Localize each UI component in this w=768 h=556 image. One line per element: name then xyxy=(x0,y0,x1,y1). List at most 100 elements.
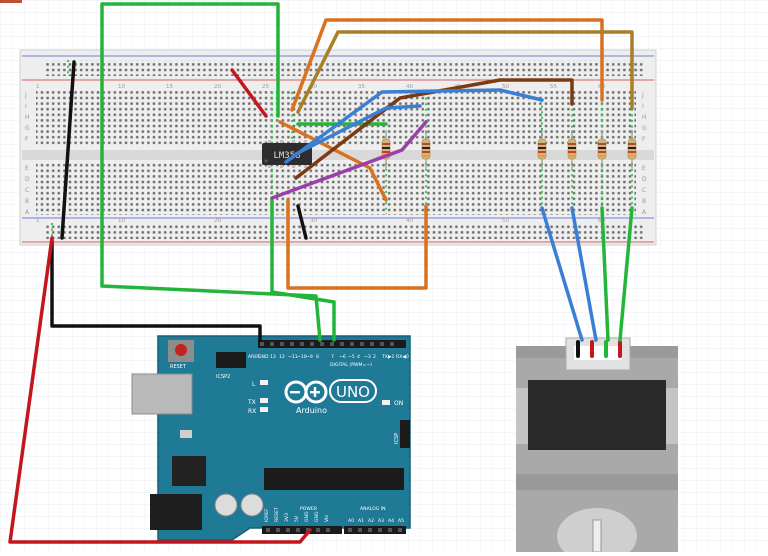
capacitor xyxy=(240,493,264,517)
resistor[interactable] xyxy=(597,130,607,168)
arduino-logo xyxy=(284,380,328,404)
column-number: 1 xyxy=(36,218,40,224)
digital-pin-label: ~6 xyxy=(339,354,346,360)
wire-black[interactable] xyxy=(60,60,76,240)
analog-pin-label: A3 xyxy=(378,518,384,524)
digital-pin-label: ~5 xyxy=(348,354,355,360)
wire-black[interactable] xyxy=(296,204,308,240)
corner-mark xyxy=(0,0,22,3)
wires xyxy=(8,2,634,544)
power-pin-label: 5V xyxy=(294,515,300,522)
ic-pin xyxy=(304,140,307,143)
atmega-chip xyxy=(264,468,404,490)
column-number: 20 xyxy=(214,84,221,90)
analog-pin-label: A4 xyxy=(388,518,394,524)
power-header xyxy=(262,526,342,534)
pin-label-tx: TX▶1 xyxy=(381,354,394,360)
wire-brown[interactable] xyxy=(294,78,574,180)
icsp-header xyxy=(400,420,410,448)
wire-orange[interactable] xyxy=(278,120,388,202)
analog-header-label: ANALOG IN xyxy=(360,506,386,512)
column-number: 50 xyxy=(502,218,509,224)
wire-green[interactable] xyxy=(100,2,280,288)
ic-pin xyxy=(268,140,271,143)
power-jack xyxy=(150,494,202,530)
ic-pin xyxy=(304,165,307,168)
column-number: 1 xyxy=(36,84,40,90)
row-letter: D xyxy=(642,176,647,183)
led-rx-label: RX xyxy=(248,408,256,415)
power-pin-label: RESET xyxy=(274,507,280,522)
digital-pin-label: 12 xyxy=(279,354,285,360)
power-rail-bottom-holes xyxy=(44,223,644,239)
resistor[interactable] xyxy=(537,130,547,168)
analog-pin-label: A5 xyxy=(398,518,404,524)
wire-gold[interactable] xyxy=(296,30,634,114)
ic-pin1-marker xyxy=(264,159,268,163)
resistor[interactable] xyxy=(627,130,637,168)
row-letter: H xyxy=(25,114,30,121)
power-pin-label: IOREF xyxy=(264,508,270,522)
column-number: 35 xyxy=(358,84,365,90)
led-l-label: L xyxy=(252,381,256,388)
stepper-motor xyxy=(516,337,678,556)
wire-purple[interactable] xyxy=(270,120,428,200)
row-letter: F xyxy=(25,136,29,143)
wire-orange[interactable] xyxy=(290,18,604,112)
column-number: 30 xyxy=(310,218,317,224)
motor-band xyxy=(528,380,666,450)
resistor[interactable] xyxy=(567,130,577,168)
terminal-holes-top xyxy=(36,90,636,146)
motor-shaft xyxy=(592,519,602,553)
ic-body xyxy=(262,143,312,165)
digital-pin-label: 13 xyxy=(270,354,276,360)
led-on xyxy=(382,400,390,405)
wire-green[interactable] xyxy=(270,198,336,342)
pin-label-aref: AREF xyxy=(248,354,260,360)
wire-red[interactable] xyxy=(8,236,312,544)
row-letter: J xyxy=(641,92,644,99)
digital-pin-label: ~11 xyxy=(288,354,298,360)
wire-blue[interactable] xyxy=(540,206,584,342)
row-letter: H xyxy=(642,114,647,121)
ic-label: LM358 xyxy=(273,151,300,161)
uno-badge xyxy=(329,379,377,403)
motor-side-right xyxy=(666,388,678,444)
led-tx xyxy=(260,398,268,403)
capacitor xyxy=(214,493,238,517)
center-channel xyxy=(22,150,654,160)
column-number: 15 xyxy=(166,84,173,90)
resistor[interactable] xyxy=(421,130,431,168)
digital-header-label: DIGITAL (PWM=~) xyxy=(330,362,372,368)
led-l xyxy=(260,380,268,385)
wire-orange[interactable] xyxy=(286,198,428,290)
column-number: 10 xyxy=(118,84,125,90)
row-letter: B xyxy=(642,198,646,205)
wire-blue[interactable] xyxy=(570,206,598,342)
wire-red[interactable] xyxy=(230,68,268,118)
wire-green[interactable] xyxy=(600,206,610,342)
row-letter: I xyxy=(25,103,27,110)
wire-green[interactable] xyxy=(618,206,634,342)
brand-label: Arduino xyxy=(296,406,327,415)
row-letter: J xyxy=(24,92,27,99)
row-letter: A xyxy=(25,209,30,216)
wire-green[interactable] xyxy=(100,284,322,342)
power-header-label: POWER xyxy=(300,506,318,512)
ic-pin xyxy=(280,140,283,143)
column-number: 55 xyxy=(550,84,557,90)
power-pin-label: GND xyxy=(314,511,320,522)
row-letter: I xyxy=(642,103,644,110)
wire-black[interactable] xyxy=(50,238,262,342)
digital-pin-label: 7 xyxy=(331,354,334,360)
column-number: 50 xyxy=(502,84,509,90)
row-letter: B xyxy=(25,198,29,205)
power-pin-label: GND xyxy=(304,511,310,522)
wire-blue[interactable] xyxy=(284,88,544,164)
column-number: 10 xyxy=(118,218,125,224)
lm358-chip[interactable]: LM358 xyxy=(262,140,312,168)
wire-blue[interactable] xyxy=(294,104,422,156)
pin-label-rx: RX◀0 xyxy=(396,354,409,360)
reset-button-cap[interactable] xyxy=(175,344,187,356)
